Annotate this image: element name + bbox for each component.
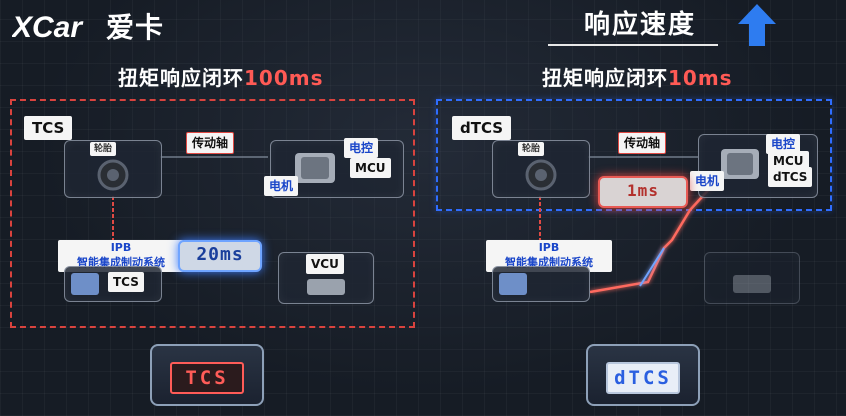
mcu-label-right: MCU xyxy=(768,151,809,171)
vcu-box xyxy=(278,252,374,304)
tire-label-right: 轮胎 xyxy=(518,142,545,156)
right-loop-title: 扭矩响应闭环10ms xyxy=(542,62,733,91)
left-loop-value: 100ms xyxy=(244,66,324,90)
driveshaft-label-right: 传动轴 xyxy=(618,132,667,154)
dtcs-badge: dTCS xyxy=(586,344,700,406)
left-loop-title-text: 扭矩响应闭环 xyxy=(118,66,244,90)
left-loop-title: 扭矩响应闭环100ms xyxy=(118,62,324,91)
motor-label-left: 电机 xyxy=(264,176,299,196)
dtcs-label-right: dTCS xyxy=(768,167,813,187)
ipb-box-right xyxy=(492,266,590,302)
ecu-label-left: 电控 xyxy=(344,138,379,158)
response-speed-title: 响应速度 xyxy=(583,10,696,40)
tcs-badge: TCS xyxy=(150,344,264,406)
motor-icon xyxy=(295,153,335,183)
dtcs-loop-frame xyxy=(436,99,832,211)
vcu-icon xyxy=(733,275,771,293)
right-loop-title-text: 扭矩响应闭环 xyxy=(542,66,668,90)
tire-icon xyxy=(525,159,557,191)
vcu-box-faded xyxy=(704,252,800,304)
xcar-logo-mark: XCar xyxy=(12,11,84,43)
tcs-badge-text: TCS xyxy=(170,362,244,394)
up-arrow-icon xyxy=(738,4,776,46)
ipb-icon xyxy=(71,273,99,295)
tire-icon xyxy=(97,159,129,191)
tcs-loop-frame xyxy=(10,99,415,328)
motor-icon xyxy=(721,149,759,179)
tcs-system-tag: TCS xyxy=(24,116,73,140)
dtcs-system-tag: dTCS xyxy=(452,116,512,140)
vcu-icon xyxy=(307,279,345,295)
svg-text:XCar: XCar xyxy=(12,11,84,43)
motor-label-right: 电机 xyxy=(690,171,725,191)
xcar-logo: XCar 爱卡 xyxy=(12,6,164,46)
ipb-icon xyxy=(499,273,527,295)
tire-label-left: 轮胎 xyxy=(90,142,117,156)
driveshaft-label-left: 传动轴 xyxy=(186,132,235,154)
dtcs-badge-text: dTCS xyxy=(606,362,680,394)
direct-link-line xyxy=(589,185,713,294)
latency-1ms-box: 1ms xyxy=(598,176,688,208)
ipb-tcs-label: TCS xyxy=(108,272,144,292)
title-underline xyxy=(548,44,718,46)
latency-20ms-box: 20ms xyxy=(178,240,262,272)
mcu-label-left: MCU xyxy=(350,158,391,178)
logo-text: 爱卡 xyxy=(106,11,165,44)
direct-link-line-blue xyxy=(639,247,665,287)
vcu-label: VCU xyxy=(306,254,344,274)
right-loop-value: 10ms xyxy=(668,66,733,90)
ecu-label-right: 电控 xyxy=(766,134,801,154)
